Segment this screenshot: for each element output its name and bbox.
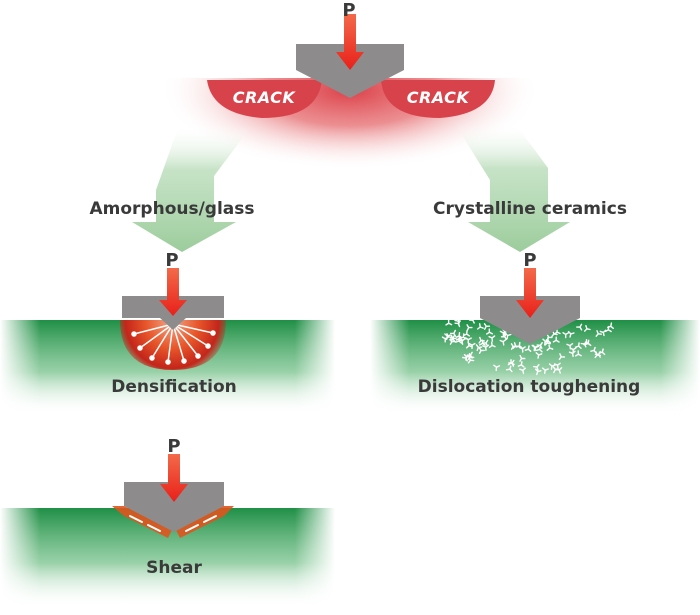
dislocation-mark <box>567 330 575 338</box>
dislocation-mark <box>458 338 466 345</box>
shear-slip-lines <box>129 515 217 532</box>
dislocation-mark <box>468 316 476 324</box>
dislocation-mark <box>482 344 490 351</box>
shear-load-arrow <box>160 454 188 502</box>
densification-scene: P Densification <box>0 250 335 415</box>
shear-caption: Shear <box>146 558 202 578</box>
dislocation-mark <box>483 323 491 330</box>
dislocation-mark <box>546 344 554 351</box>
dislocation-mark <box>594 351 602 359</box>
dislocation-mark <box>468 342 476 350</box>
dislocation-mark <box>449 329 457 337</box>
dislocation-caption: Dislocation toughening <box>418 377 641 397</box>
dislocation-mark <box>533 364 540 371</box>
dislocation-mark <box>464 337 472 344</box>
dislocation-mark <box>488 335 496 342</box>
dislocation-mark <box>519 367 526 375</box>
dislocation-mark <box>477 323 484 330</box>
crack-right-label: CRACK <box>407 88 471 107</box>
densification-radial-arrows <box>131 323 216 365</box>
dislocation-mark <box>486 328 493 335</box>
dislocation-mark <box>599 329 607 337</box>
top-indenter <box>296 44 404 98</box>
dislocation-mark <box>524 345 532 352</box>
dislocation-mark <box>478 336 485 344</box>
crack-right-lobe <box>381 80 495 118</box>
shear-load-label: P <box>167 436 180 457</box>
dislocation-indenter <box>480 296 580 344</box>
dislocation-load-arrow <box>516 268 544 318</box>
dislocation-mark <box>463 353 471 361</box>
dislocation-mark <box>562 332 570 339</box>
dislocation-mark <box>466 324 473 332</box>
dislocation-mark <box>493 364 501 372</box>
dislocation-mark <box>558 353 566 361</box>
dislocation-mark <box>598 348 606 356</box>
dislocation-mark <box>507 359 515 366</box>
densification-caption: Densification <box>111 377 237 397</box>
dislocation-mark <box>450 334 457 342</box>
dislocation-mark <box>569 347 577 354</box>
dislocation-mark <box>604 325 612 333</box>
flow-arrow-right <box>455 122 570 252</box>
dislocation-mark <box>504 332 512 340</box>
dislocation-mark <box>499 339 507 346</box>
dislocation-mark <box>576 323 583 331</box>
dislocation-mark <box>575 350 582 357</box>
dislocation-mark <box>445 319 453 326</box>
dislocation-mark <box>535 352 543 359</box>
dislocation-mark <box>595 330 602 337</box>
dislocation-mark <box>555 367 563 374</box>
dislocation-load-label: P <box>523 250 536 271</box>
dislocation-mark <box>519 354 526 362</box>
top-load-arrow <box>336 14 364 70</box>
dislocation-marks <box>441 316 614 376</box>
dislocation-mark <box>534 368 542 376</box>
dislocation-mark <box>478 347 485 354</box>
dislocation-mark <box>542 367 549 374</box>
dislocation-mark <box>444 333 451 340</box>
branch-label-amorphous: Amorphous/glass <box>89 199 254 219</box>
crack-left-lobe <box>207 80 322 118</box>
shear-indenter <box>124 482 224 532</box>
densification-load-label: P <box>165 250 178 271</box>
dislocation-mark <box>532 344 540 352</box>
dislocation-mark <box>510 343 517 350</box>
dislocation-mark <box>454 320 461 328</box>
crack-left-label: CRACK <box>233 88 297 107</box>
dislocation-mark <box>584 325 591 332</box>
dislocation-mark <box>548 363 556 370</box>
densification-load-arrow <box>159 268 187 316</box>
flow-arrow-left <box>132 125 250 252</box>
top-load-label: P <box>342 0 355 21</box>
dislocation-mark <box>518 346 526 353</box>
dislocation-mark <box>459 333 467 340</box>
dislocation-mark <box>499 330 507 337</box>
dislocation-mark <box>580 340 588 348</box>
flow-arrows <box>132 122 570 252</box>
dislocation-mark <box>546 333 553 341</box>
dislocation-mark <box>552 336 560 343</box>
branch-label-crystalline: Crystalline ceramics <box>433 199 627 219</box>
dislocation-mark <box>553 362 561 370</box>
dislocation-mark <box>488 341 496 348</box>
dislocation-mark <box>574 342 582 349</box>
dislocation-mark <box>517 361 525 368</box>
dislocation-mark <box>535 345 543 353</box>
dislocation-scene: P Dislocation toughening <box>370 250 700 415</box>
shear-scene: P Shear <box>0 436 335 608</box>
dislocation-mark <box>505 365 513 373</box>
